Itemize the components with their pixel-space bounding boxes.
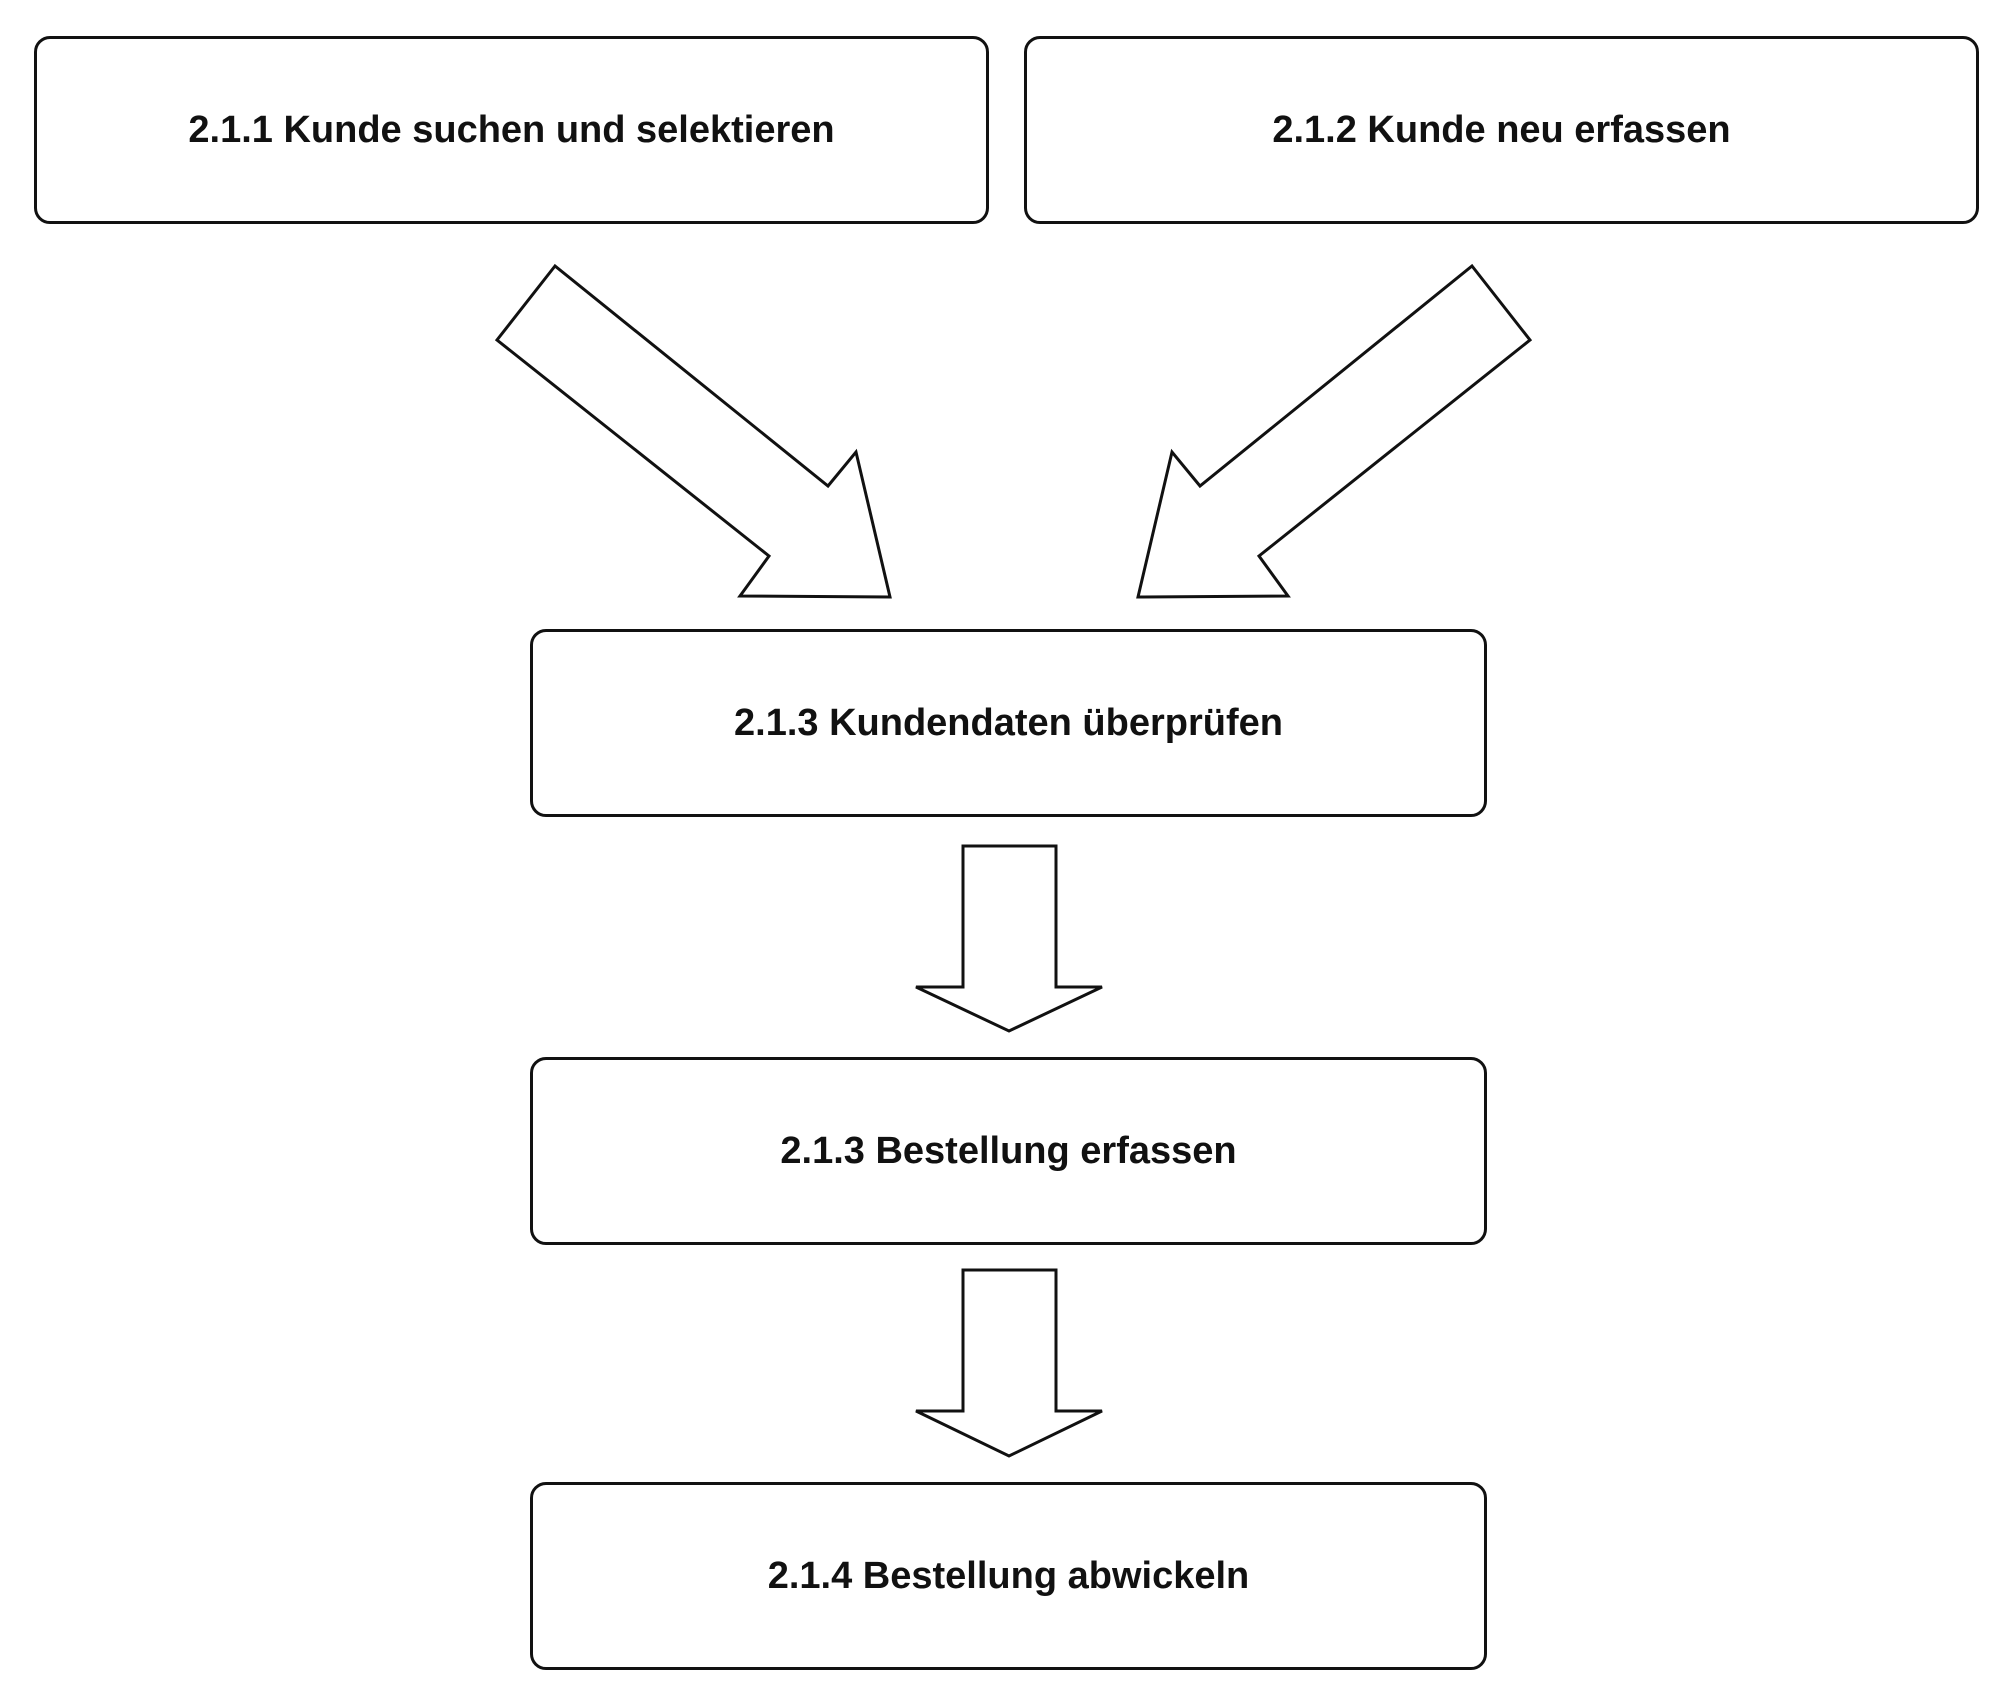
arrow-from-search-to-check: [494, 263, 892, 599]
step-label-customer-check: 2.1.3 Kundendaten überprüfen: [734, 701, 1283, 744]
step-label-customer-new: 2.1.2 Kunde neu erfassen: [1272, 108, 1731, 151]
step-box-customer-search: 2.1.1 Kunde suchen und selektieren: [34, 36, 989, 224]
arrow-from-new-to-check: [1136, 263, 1533, 599]
step-label-customer-search: 2.1.1 Kunde suchen und selektieren: [188, 108, 835, 151]
step-box-customer-new: 2.1.2 Kunde neu erfassen: [1024, 36, 1979, 224]
step-box-order-process: 2.1.4 Bestellung abwickeln: [530, 1482, 1487, 1670]
step-box-customer-check: 2.1.3 Kundendaten überprüfen: [530, 629, 1487, 817]
arrow-from-check-to-order: [915, 844, 1103, 1033]
arrow-from-order-to-process: [915, 1268, 1103, 1458]
step-box-order-capture: 2.1.3 Bestellung erfassen: [530, 1057, 1487, 1245]
step-label-order-process: 2.1.4 Bestellung abwickeln: [767, 1554, 1250, 1597]
step-label-order-capture: 2.1.3 Bestellung erfassen: [780, 1129, 1237, 1172]
